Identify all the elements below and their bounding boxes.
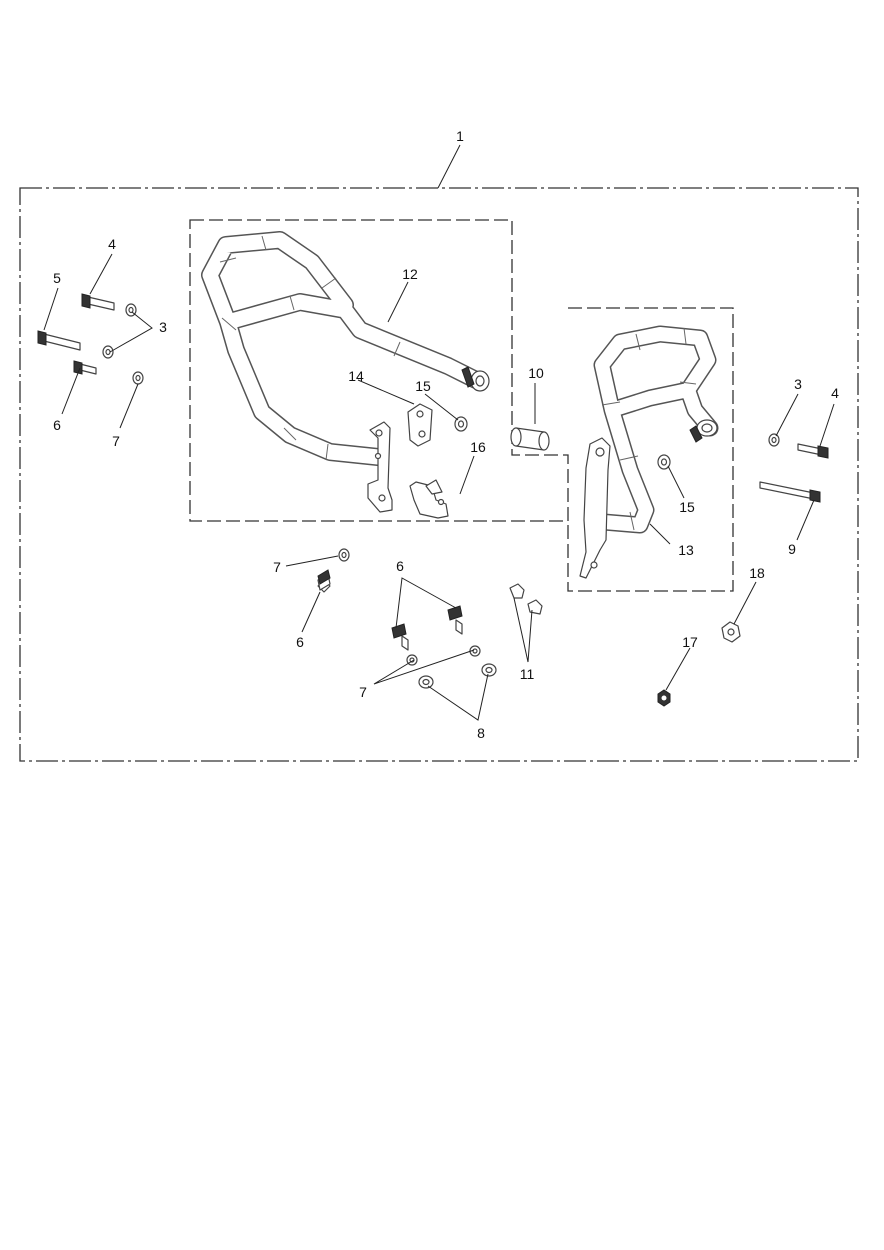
leader-lines	[43, 144, 835, 721]
bolt-4-right	[797, 443, 829, 459]
callout-7-bottom: 7	[359, 684, 367, 700]
callout-6-mid: 6	[296, 634, 304, 650]
spacer-10	[510, 427, 550, 451]
callout-3-left: 3	[159, 319, 167, 335]
washer-15-right	[657, 454, 671, 470]
left-guard-subframe	[189, 219, 569, 522]
washer-7-left	[132, 371, 144, 385]
kit-outline-frame	[19, 187, 859, 762]
washers-8	[418, 663, 497, 689]
callout-15-right: 15	[679, 499, 695, 515]
callout-13: 13	[678, 542, 694, 558]
callout-6-left: 6	[53, 417, 61, 433]
nut-17	[657, 689, 671, 707]
washer-15-left	[454, 416, 468, 432]
callout-7-left: 7	[112, 433, 120, 449]
washers-3-left	[102, 303, 137, 359]
callout-4-left: 4	[108, 236, 116, 252]
bolt-4-left	[81, 293, 115, 311]
caps-11	[509, 583, 543, 615]
right-guard-subframe	[567, 307, 734, 592]
bracket-14	[407, 403, 433, 447]
callout-11: 11	[520, 666, 535, 682]
callout-7-mid-top: 7	[273, 559, 281, 575]
callout-3-right: 3	[794, 376, 802, 392]
callout-4-right: 4	[831, 385, 839, 401]
right-crash-bar	[579, 325, 719, 579]
callout-1: 1	[456, 128, 464, 144]
nut-18	[721, 621, 741, 643]
callout-16: 16	[470, 439, 486, 455]
callout-10: 10	[528, 365, 544, 381]
bolt-6-mid	[317, 569, 331, 593]
washer-3-right	[768, 433, 780, 447]
bolt-5	[37, 330, 81, 351]
callout-18: 18	[749, 565, 765, 581]
callout-14: 14	[348, 368, 364, 384]
bolts-6-upper	[391, 605, 463, 651]
callout-9: 9	[788, 541, 796, 557]
callout-12: 12	[402, 266, 418, 282]
callout-17: 17	[682, 634, 698, 650]
callout-8: 8	[477, 725, 485, 741]
bolt-9	[759, 481, 821, 503]
washers-7-bottom	[406, 645, 481, 666]
callout-labels: 1 4 5 3 6 7 12 14 15 16 10 3 4 15 9 13 1…	[53, 128, 839, 741]
callout-15-left: 15	[415, 378, 431, 394]
callout-6-upper: 6	[396, 558, 404, 574]
bracket-16	[409, 479, 449, 519]
left-crash-bar	[201, 231, 490, 513]
callout-5: 5	[53, 270, 61, 286]
washer-7-mid-top	[338, 548, 350, 562]
bolt-6-left	[73, 360, 97, 375]
